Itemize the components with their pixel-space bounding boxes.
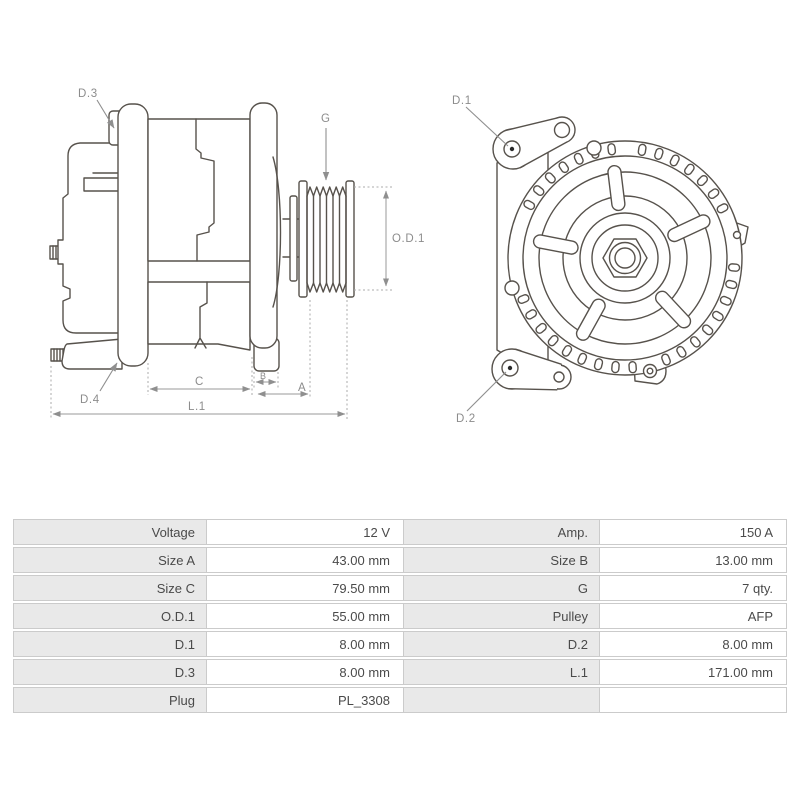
spec-value: [600, 687, 787, 713]
front-face-rings: [522, 155, 728, 361]
dim-label-a: A: [298, 382, 306, 394]
spec-label: O.D.1: [13, 603, 207, 629]
spec-value: AFP: [600, 603, 787, 629]
dim-label-d4: D.4: [80, 394, 100, 406]
spec-value: 8.00 mm: [600, 631, 787, 657]
d3-leader-line: [96, 99, 115, 129]
dim-label-l1: L.1: [188, 401, 206, 413]
spec-row-size-c-g: Size C 79.50 mm G 7 qty.: [13, 575, 787, 601]
dim-label-b: B: [260, 371, 267, 381]
spec-value: 13.00 mm: [600, 547, 787, 573]
front-view-dimensions: D.1 D.2: [452, 95, 509, 425]
pulley: [298, 180, 355, 298]
drive-end-bell: [272, 156, 282, 308]
cooling-slots: [517, 143, 741, 374]
shaft-nut: [591, 224, 659, 292]
spec-row-plug: Plug PL_3308: [13, 687, 787, 713]
spec-value: 171.00 mm: [600, 659, 787, 685]
spec-value: 43.00 mm: [207, 547, 404, 573]
dim-label-d2: D.2: [456, 413, 476, 425]
rear-bracket: [117, 103, 149, 367]
spec-label: D.2: [404, 631, 600, 657]
d2-leader-line: [466, 371, 507, 412]
dim-label-c: C: [195, 376, 204, 388]
spec-label: L.1: [404, 659, 600, 685]
d1-leader-line: [465, 106, 509, 147]
spec-value: PL_3308: [207, 687, 404, 713]
spec-label: Amp.: [404, 519, 600, 545]
stator-body: [147, 118, 251, 351]
spec-value: 8.00 mm: [207, 631, 404, 657]
dim-label-od1: O.D.1: [392, 233, 425, 245]
front-view-drawing: D.1 D.2: [452, 95, 749, 425]
dim-label-d1: D.1: [452, 95, 472, 107]
spec-label: D.3: [13, 659, 207, 685]
shaft: [282, 195, 300, 282]
spec-label: G: [404, 575, 600, 601]
spec-label: Size B: [404, 547, 600, 573]
spec-row-voltage-amp: Voltage 12 V Amp. 150 A: [13, 519, 787, 545]
spec-value: 8.00 mm: [207, 659, 404, 685]
side-view-dimensions: D.3 G O.D.1 D.4 C B A L.1: [50, 88, 425, 419]
spec-row-d1-d2: D.1 8.00 mm D.2 8.00 mm: [13, 631, 787, 657]
spec-value: 55.00 mm: [207, 603, 404, 629]
spec-value: 79.50 mm: [207, 575, 404, 601]
d4-leader-line: [99, 362, 118, 392]
spec-label: Size A: [13, 547, 207, 573]
spec-value: 12 V: [207, 519, 404, 545]
spec-label: Pulley: [404, 603, 600, 629]
spec-value: 7 qty.: [600, 575, 787, 601]
spec-label: D.1: [13, 631, 207, 657]
spec-row-od1-pulley: O.D.1 55.00 mm Pulley AFP: [13, 603, 787, 629]
spec-row-d3-l1: D.3 8.00 mm L.1 171.00 mm: [13, 659, 787, 685]
spec-label: Size C: [13, 575, 207, 601]
spec-label: Voltage: [13, 519, 207, 545]
technical-drawing: D.3 G O.D.1 D.4 C B A L.1: [49, 88, 749, 425]
spec-label: Plug: [13, 687, 207, 713]
spec-table: Voltage 12 V Amp. 150 A Size A 43.00 mm …: [13, 517, 787, 715]
lower-mounting-ear: [61, 338, 123, 370]
spec-value: 150 A: [600, 519, 787, 545]
spec-row-size-a-b: Size A 43.00 mm Size B 13.00 mm: [13, 547, 787, 573]
spec-label: [404, 687, 600, 713]
fan-spokes: [532, 164, 711, 341]
dim-label-d3: D.3: [78, 88, 98, 100]
side-view-drawing: D.3 G O.D.1 D.4 C B A L.1: [49, 88, 425, 419]
front-bracket: [249, 102, 278, 349]
dim-label-g: G: [321, 113, 331, 125]
